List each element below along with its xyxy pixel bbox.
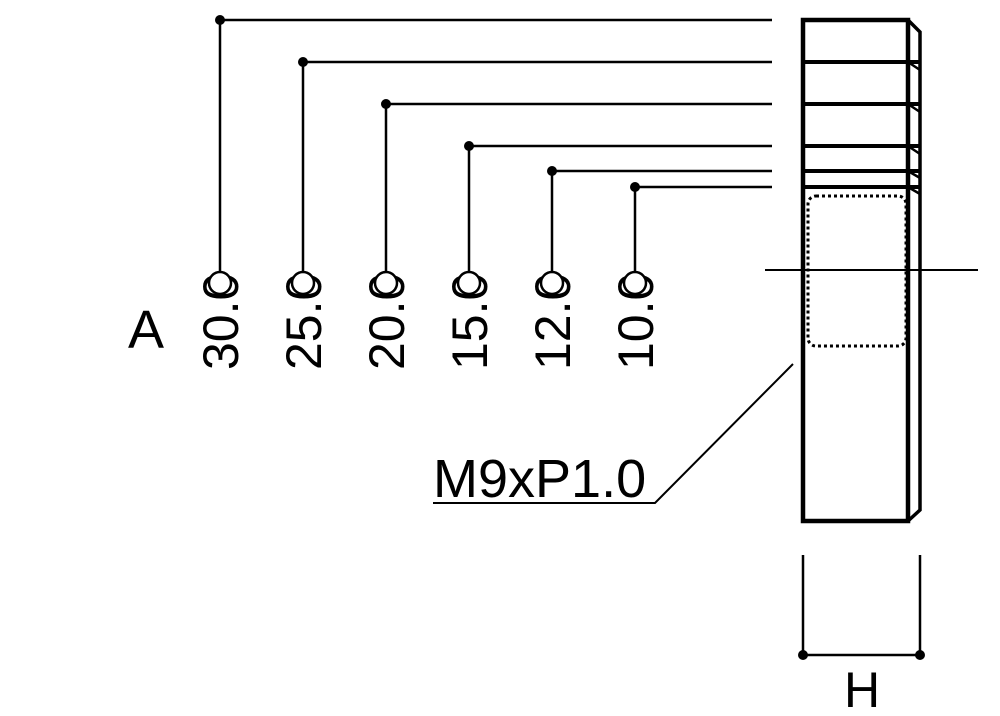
dimension-label-a: A [128, 300, 164, 360]
leader-dots [215, 15, 640, 192]
terminal-10 [622, 270, 648, 296]
leader-25 [301, 60, 772, 272]
thread-leader-line [433, 363, 794, 504]
side-chamfer-marks [907, 60, 921, 196]
dot-12 [547, 166, 557, 176]
dot-15 [464, 141, 474, 151]
leader-12 [550, 169, 772, 272]
height-dimension [801, 555, 922, 657]
thread-callout: M9xP1.0 [433, 363, 794, 509]
terminal-30 [207, 270, 233, 296]
thread-label: M9xP1.0 [433, 449, 646, 509]
height-dot-right [915, 650, 925, 660]
terminal-25 [290, 270, 316, 296]
dimension-values: 30.0 25.0 20.0 15.0 12.0 10.0 [193, 273, 664, 370]
leader-20 [384, 102, 772, 272]
leader-10 [633, 185, 772, 272]
terminal-20 [373, 270, 399, 296]
height-dot-left [798, 650, 808, 660]
leader-30 [218, 18, 772, 272]
leader-15 [467, 144, 772, 272]
leader-terminals [207, 270, 648, 296]
spacer-body [765, 17, 978, 524]
height-label: H [844, 662, 880, 716]
dot-30 [215, 15, 225, 25]
dot-20 [381, 99, 391, 109]
dimension-leaders [218, 18, 772, 272]
terminal-12 [539, 270, 565, 296]
dot-10 [630, 182, 640, 192]
terminal-15 [456, 270, 482, 296]
dot-25 [298, 57, 308, 67]
